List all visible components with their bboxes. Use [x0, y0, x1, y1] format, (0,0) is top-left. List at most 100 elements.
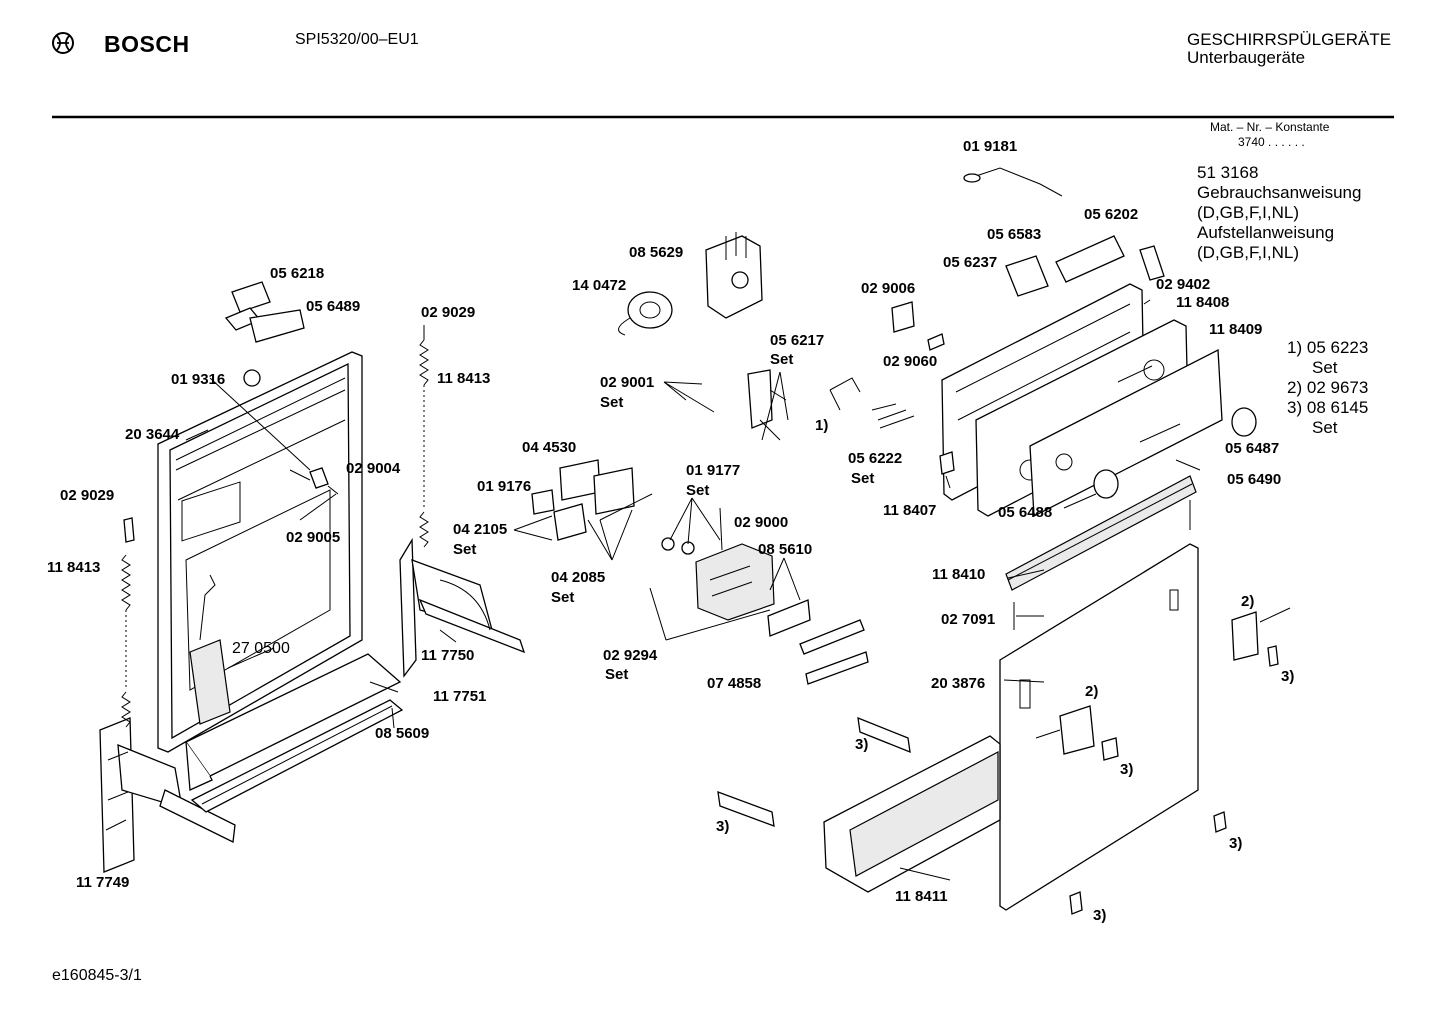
bosch-logo-icon [52, 32, 74, 54]
part-label: 05 6218 [270, 265, 325, 282]
clip-3e-part [1213, 811, 1227, 833]
part-label: 11 8408 [1176, 294, 1230, 311]
cable-019181-part [969, 167, 1063, 197]
ref-marker: 2) [1085, 683, 1099, 700]
cover-b-part [553, 503, 587, 541]
part-label: 11 8407 [883, 502, 937, 519]
hinge-left-part [99, 717, 236, 873]
part-label: 04 4530 [522, 439, 577, 456]
notes-doc-number: 51 3168 [1197, 163, 1259, 182]
rail-b-part [805, 651, 869, 685]
detergent-dispenser-085610-part [695, 543, 775, 621]
part-label: 05 6490 [1227, 471, 1282, 488]
cover-019176-part [531, 489, 555, 515]
legend-num: 1) [1287, 338, 1303, 357]
switch-029006-part [891, 301, 915, 333]
motor-140472-part [618, 291, 673, 336]
footer-code: e160845-3/1 [52, 967, 142, 984]
ref-marker: 3) [855, 736, 869, 753]
part-label: 11 8411 [895, 888, 948, 905]
legend-item: 1) 05 6223 [1287, 338, 1368, 358]
part-label: 04 2085 [551, 569, 606, 586]
part-label: 02 9029 [60, 487, 115, 504]
spring-118407-part [939, 451, 955, 475]
part-label: 11 8413 [47, 559, 101, 576]
hinge-2b-part [1059, 705, 1095, 755]
gasket-b-part [593, 467, 635, 515]
knob-056488-part [1093, 469, 1119, 499]
part-label: 20 3876 [931, 675, 986, 692]
part-label: Set [686, 482, 710, 499]
part-label: 02 9000 [734, 514, 789, 531]
part-label: 05 6222 [848, 450, 903, 467]
part-label: 14 0472 [572, 277, 627, 294]
switch-056583-part [1055, 235, 1125, 283]
bracket-3a-part [857, 716, 911, 754]
ref-marker: 3) [1229, 835, 1243, 852]
latch-029004-part [309, 467, 329, 489]
lamp-056222-part [871, 403, 915, 429]
switch-019316-part [243, 369, 261, 387]
part-label: 02 7091 [941, 611, 996, 628]
part-label: Set [605, 666, 629, 683]
spring-left-part [121, 517, 135, 728]
part-label: Set [551, 589, 575, 606]
legend-suffix: Set [1312, 418, 1338, 437]
part-label: 11 7750 [421, 647, 475, 664]
part-label: 27 0500 [232, 640, 290, 657]
door-frame-part [157, 351, 363, 753]
legend-item: 3) 08 6145 [1287, 398, 1368, 418]
part-label: 05 6237 [943, 254, 998, 271]
part-label: 20 3644 [125, 426, 180, 443]
mat-nr-value: 3740 . . . . . . [1238, 135, 1305, 149]
legend-num: 2) [1287, 378, 1303, 397]
clip-3d-part [1101, 737, 1119, 761]
plinth-118411-part [823, 735, 1001, 893]
bracket-3b-part [717, 791, 775, 827]
bottom-rail-part [185, 653, 404, 813]
notes-line2: (D,GB,F,I,NL) [1197, 203, 1300, 223]
part-label: 02 9060 [883, 353, 938, 370]
part-label: 05 6202 [1084, 206, 1139, 223]
seal-074858-part [767, 599, 811, 637]
legend-suffix: Set [1312, 358, 1338, 377]
part-label: 01 9177 [686, 462, 741, 479]
part-label: 02 9005 [286, 529, 341, 546]
part-label: 11 7749 [76, 874, 130, 891]
part-label: 05 6217 [770, 332, 825, 349]
strip-118410-part [1005, 475, 1197, 591]
ref-marker: 3) [1120, 761, 1134, 778]
timer-085629-part [705, 232, 763, 319]
part-label: 02 9001 [600, 374, 655, 391]
part-label: 01 9181 [963, 138, 1018, 155]
rail-a-part [799, 619, 865, 655]
hinge-right-part [399, 537, 526, 678]
part-label: 04 2105 [453, 521, 508, 538]
pin-029060-part [927, 333, 945, 351]
legend-part: 05 6223 [1306, 338, 1369, 357]
appliance-category: GESCHIRRSPÜLGERÄTE [1187, 30, 1392, 49]
model-number: SPI5320/00–EU1 [295, 31, 419, 48]
part-label: 08 5629 [629, 244, 684, 261]
ref-marker: 3) [1093, 907, 1107, 924]
spring-right-part [419, 325, 429, 548]
part-label: 08 5609 [375, 725, 430, 742]
part-label: 11 7751 [433, 688, 487, 705]
part-label: 02 9402 [1156, 276, 1211, 293]
ref-marker: 3) [1281, 668, 1295, 685]
knob-056487-part [1231, 407, 1257, 437]
part-label: 05 6487 [1225, 440, 1280, 457]
legend-num: 3) [1287, 398, 1303, 417]
ref-marker: 3) [716, 818, 730, 835]
part-label: 07 4858 [707, 675, 762, 692]
notes-line1: Gebrauchsanweisung [1197, 183, 1362, 203]
part-label: 05 6583 [987, 226, 1042, 243]
part-label: Set [453, 541, 477, 558]
mat-nr-label: Mat. – Nr. – Konstante [1210, 120, 1330, 134]
part-label: Set [600, 394, 624, 411]
part-label: 11 8410 [932, 566, 986, 583]
notes-line4: (D,GB,F,I,NL) [1197, 243, 1300, 263]
bracket-056237-part [1005, 255, 1049, 297]
legend-item: 2) 02 9673 [1287, 378, 1368, 398]
